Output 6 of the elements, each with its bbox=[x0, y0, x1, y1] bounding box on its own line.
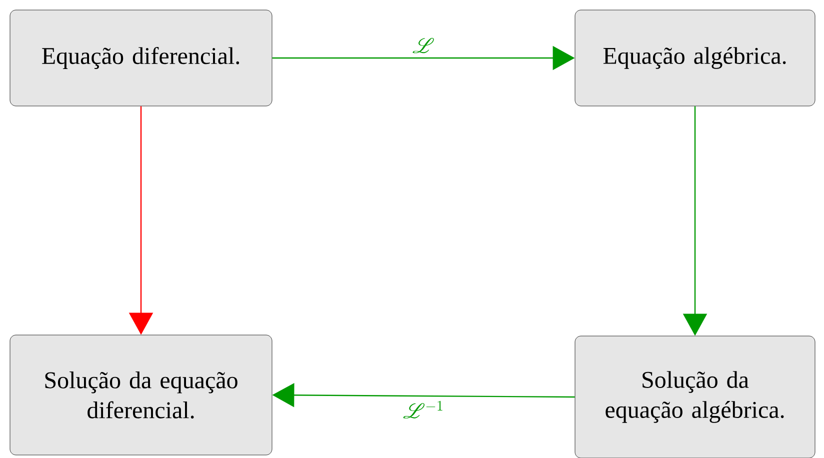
edge-label: $\mathscr{L}$ bbox=[412, 38, 434, 54]
process-box: Solução da equação algébrica. bbox=[574, 336, 816, 458]
edge-label: $\mathscr{L}^{-1}$ bbox=[403, 400, 442, 418]
process-box: Solução da equação diferencial. bbox=[10, 334, 272, 456]
process-box: Equação diferencial. bbox=[10, 10, 272, 106]
process-box: Equação algébrica. bbox=[574, 10, 816, 106]
